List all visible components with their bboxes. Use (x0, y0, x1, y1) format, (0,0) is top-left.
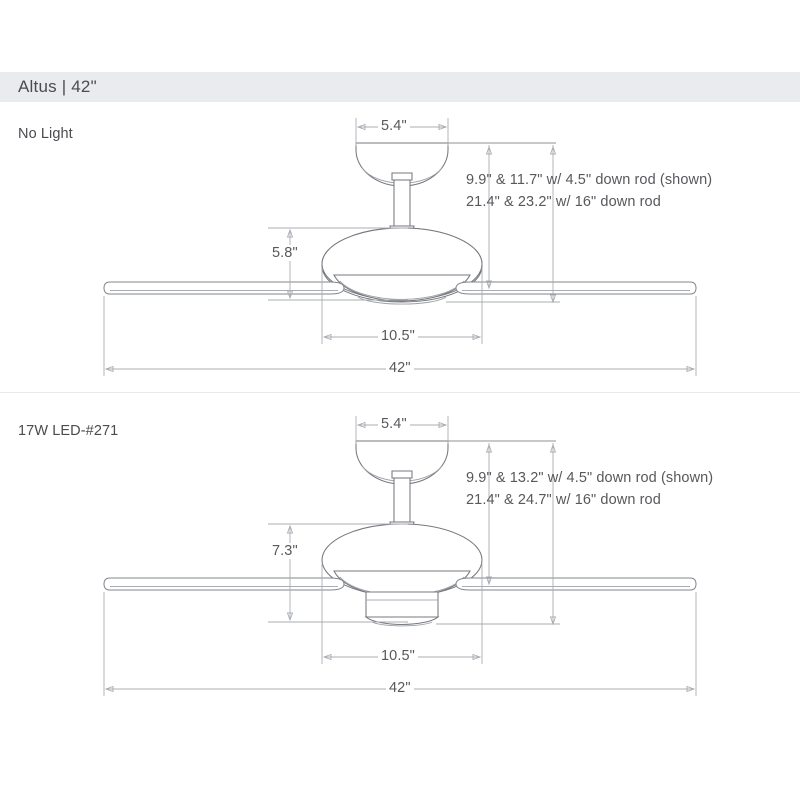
dim-canopy-width-2: 5.4" (378, 416, 410, 432)
note-downrod-2-line1: 9.9" & 13.2" w/ 4.5" down rod (shown) (466, 470, 714, 486)
note-downrod-1-line1: 9.9" & 11.7" w/ 4.5" down rod (shown) (466, 172, 713, 188)
note-downrod-1-line2: 21.4" & 23.2" w/ 16" down rod (466, 194, 661, 210)
variant-label-led: 17W LED-#271 (18, 423, 119, 439)
note-downrod-2-line2: 21.4" & 24.7" w/ 16" down rod (466, 492, 661, 508)
dim-housing-width-2: 10.5" (378, 648, 418, 664)
dim-housing-height-2: 7.3" (269, 543, 301, 559)
dim-housing-height-1: 5.8" (269, 245, 301, 261)
page-title: Altus | 42" (18, 77, 97, 96)
dim-housing-width-1: 10.5" (378, 328, 418, 344)
title-band (0, 72, 800, 102)
section-divider (0, 392, 800, 393)
dim-blade-span-2: 42" (386, 680, 414, 696)
dim-canopy-width-1: 5.4" (378, 118, 410, 134)
dim-blade-span-1: 42" (386, 360, 414, 376)
variant-label-no-light: No Light (18, 126, 73, 142)
